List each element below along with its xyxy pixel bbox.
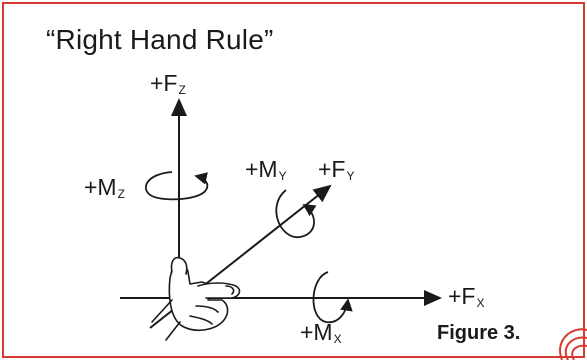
logo-swirl-icon: [559, 328, 587, 360]
label-fx: +FX: [448, 283, 485, 310]
my-rotation-arrow-icon: [275, 189, 317, 238]
label-mx: +MX: [300, 319, 342, 346]
mx-rotation-arrow-icon: [312, 271, 353, 324]
label-fz: +FZ: [150, 70, 186, 97]
figure-caption: Figure 3.: [437, 322, 521, 344]
hand-icon: [151, 256, 241, 341]
label-mz: +MZ: [84, 174, 125, 201]
diagram-title: “Right Hand Rule”: [46, 24, 274, 55]
label-fy: +FY: [318, 156, 355, 183]
mz-rotation-arrow-icon: [145, 171, 209, 201]
label-my: +MY: [245, 156, 287, 183]
